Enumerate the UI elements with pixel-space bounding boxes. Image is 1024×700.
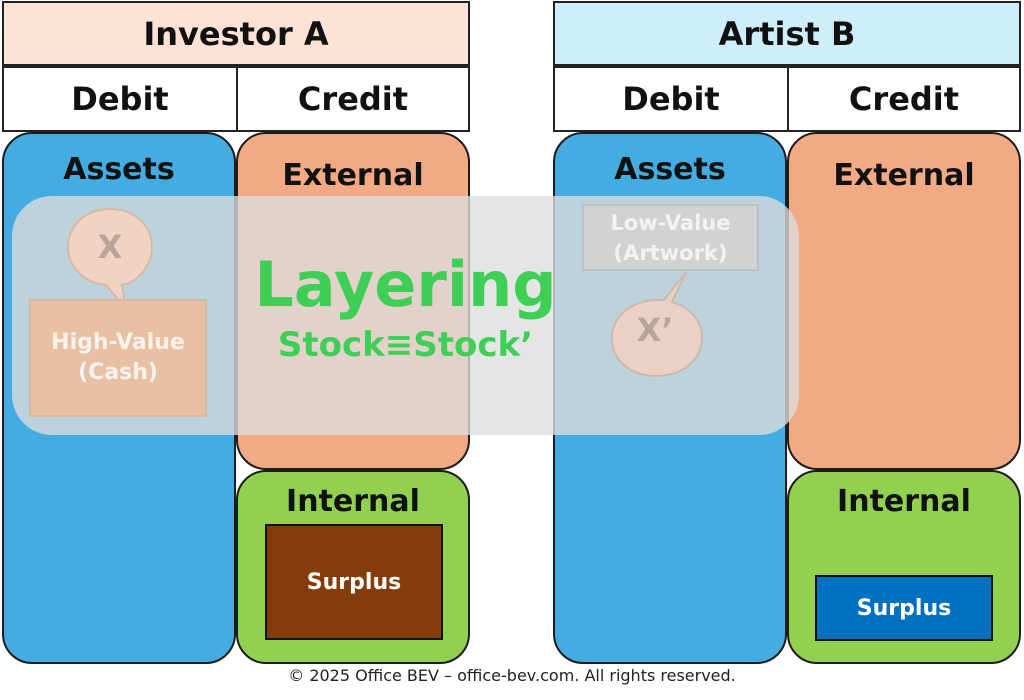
artist-external-label: External [833, 158, 975, 193]
investor-value-box: High-Value (Cash) [29, 299, 207, 417]
artist-value-line1: Low-Value [610, 210, 731, 235]
investor-speech-bubble-icon [66, 207, 154, 313]
artist-assets-label: Assets [614, 152, 726, 187]
artist-surplus-box: Surplus [815, 575, 993, 641]
layering-subtitle: Stock≡Stock’ [277, 325, 534, 365]
investor-bubble-label: X [97, 228, 123, 266]
investor-internal-label: Internal [286, 484, 420, 519]
investor-value-line2: (Cash) [78, 360, 158, 385]
investor-credit-header: Credit [236, 66, 470, 132]
copyright-footer: © 2025 Office BEV – office-bev.com. All … [288, 666, 736, 685]
artist-value-line2: (Artwork) [613, 240, 728, 265]
investor-assets-label: Assets [63, 152, 175, 187]
artist-external-block: External [787, 132, 1021, 470]
investor-external-label: External [282, 158, 424, 193]
artist-internal-label: Internal [837, 484, 971, 519]
investor-a-title: Investor A [2, 1, 470, 66]
artist-bubble-label: X’ [636, 311, 674, 349]
artist-value-box: Low-Value (Artwork) [582, 204, 759, 271]
artist-speech-bubble-icon [610, 271, 704, 378]
investor-debit-header: Debit [2, 66, 238, 132]
artist-b-title: Artist B [553, 1, 1021, 66]
investor-value-line1: High-Value [51, 330, 185, 355]
artist-debit-header: Debit [553, 66, 789, 132]
layering-title: Layering [254, 248, 557, 321]
artist-credit-header: Credit [787, 66, 1021, 132]
investor-surplus-box: Surplus [265, 524, 443, 640]
